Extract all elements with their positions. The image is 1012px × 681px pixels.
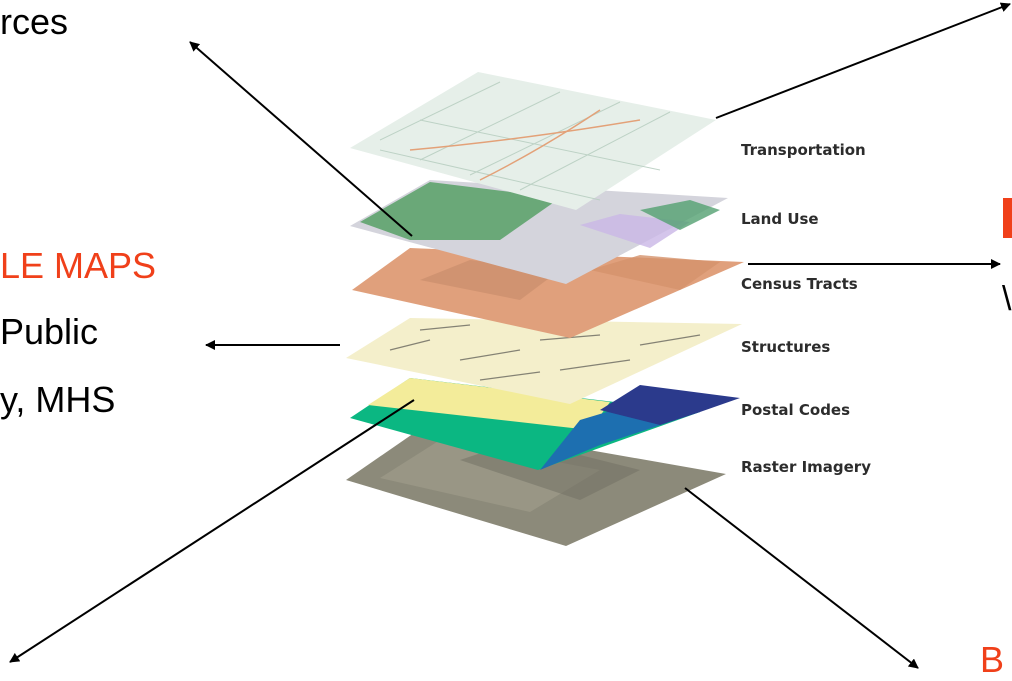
arrows: [9, 2, 1011, 669]
layer-label-land-use: Land Use: [741, 210, 819, 228]
layer-label-transportation: Transportation: [741, 141, 866, 159]
maps-heading: LE MAPS: [0, 245, 157, 286]
arrow-raster-imagery: [684, 487, 919, 669]
arrow-transportation: [715, 2, 1011, 119]
layer-label-structures: Structures: [741, 338, 831, 356]
layer-census-tracts: [352, 248, 744, 338]
layer-transportation: [350, 72, 716, 210]
layer-postal-codes: [350, 378, 740, 470]
right-black-fragment: \: [1002, 282, 1012, 316]
arrow-land-use: [189, 41, 413, 237]
layer-label-postal-codes: Postal Codes: [741, 401, 851, 419]
sources-text: rces: [0, 1, 69, 42]
bottom-right-label: B: [980, 639, 1005, 680]
layer-label-raster-imagery: Raster Imagery: [741, 458, 871, 476]
arrow-postal-codes: [9, 399, 415, 663]
mhs-text: y, MHS: [0, 379, 116, 420]
right-red-fragment: [1003, 198, 1012, 238]
layer-label-census-tracts: Census Tracts: [741, 275, 858, 293]
public-text: Public: [0, 311, 99, 352]
layer-land-use: [350, 180, 728, 284]
